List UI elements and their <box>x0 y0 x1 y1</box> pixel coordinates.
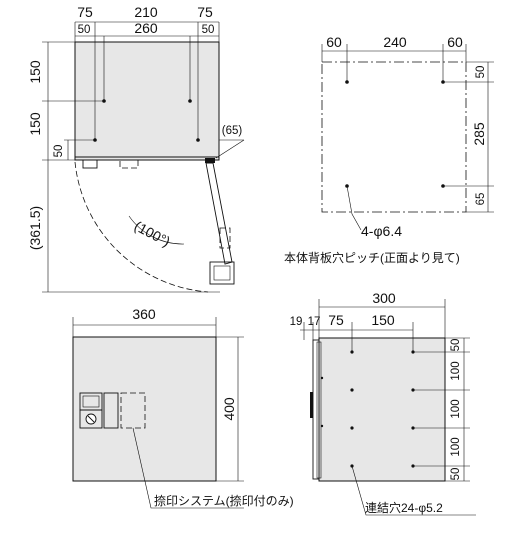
dim-50-top: 50 <box>450 339 462 352</box>
dim-260: 260 <box>134 20 158 36</box>
cabinet-bottom-edge <box>74 156 220 161</box>
dim-65: 65 <box>475 193 487 206</box>
dim-60-left: 60 <box>326 34 342 50</box>
side-panel-view: 300 19 17 75 150 50 100 100 100 50 連結穴24… <box>290 290 476 516</box>
dim-240: 240 <box>383 34 407 50</box>
angle-arc <box>128 215 185 245</box>
back-pitch-view: 60 240 60 50 285 65 4-φ6.4 本体背板穴ピッチ(正面より… <box>284 34 494 265</box>
dim-50-small: 50 <box>53 145 65 158</box>
lock-keyway <box>87 415 95 423</box>
edge-hole <box>320 376 324 380</box>
front-width: 360 <box>132 306 156 322</box>
lock-plate <box>79 409 103 429</box>
edge-hole <box>320 424 324 428</box>
dim-50-bottom: 50 <box>450 468 462 481</box>
hole-leader <box>351 465 476 516</box>
front-view: 360 400 捺印システム(捺印付のみ) <box>72 306 294 509</box>
dim-17: 17 <box>308 316 321 328</box>
dim-150-top: 150 <box>27 60 43 84</box>
leader-65 <box>215 139 245 159</box>
panel-flange <box>312 339 320 480</box>
dim-100-b: 100 <box>450 399 462 418</box>
door-latch-dashed <box>219 227 231 249</box>
door-base-inner <box>213 265 231 281</box>
side-handle <box>310 392 313 418</box>
back-panel-outline <box>321 61 467 213</box>
dim-50: 50 <box>475 66 487 79</box>
dim-100-a: 100 <box>450 361 462 380</box>
stamp-leader <box>132 427 244 509</box>
connect-hole <box>350 350 354 354</box>
front-height: 400 <box>221 397 237 421</box>
dim-open-depth: (361.5) <box>27 206 43 250</box>
stamp-slot <box>103 392 119 429</box>
open-door <box>205 162 233 265</box>
dim-150-mid: 150 <box>27 112 43 136</box>
dim-50-right: 50 <box>202 24 215 36</box>
side-width: 300 <box>372 290 396 306</box>
dim-75: 75 <box>328 312 344 328</box>
stamp-callout: 捺印システム(捺印付のみ) <box>154 494 294 508</box>
dim-285: 285 <box>471 122 487 146</box>
side-panel <box>318 337 446 482</box>
dim-100-c: 100 <box>450 437 462 456</box>
hole-leader <box>346 185 362 231</box>
panel-edge <box>316 341 322 479</box>
connect-hole <box>350 426 354 430</box>
front-panel <box>72 336 217 482</box>
connect-hole <box>350 388 354 392</box>
hinge-block <box>82 159 98 169</box>
connect-hole-label: 連結穴24-φ5.2 <box>365 500 443 515</box>
back-pitch-caption: 本体背板穴ピッチ(正面より見て) <box>284 250 460 265</box>
hinge-pin <box>205 158 215 163</box>
door-angle: (100°) <box>132 218 173 250</box>
door-swing-arc <box>74 161 209 293</box>
stamp-dashed-area <box>120 392 146 429</box>
lock-dashed <box>119 159 139 169</box>
stamp-window-inner <box>82 395 100 408</box>
cabinet-body <box>74 41 220 158</box>
dim-210: 210 <box>134 4 158 20</box>
dim-60-right: 60 <box>447 34 463 50</box>
dim-75-left: 75 <box>77 4 93 20</box>
door-offset: (65) <box>222 125 243 137</box>
hole-label: 4-φ6.4 <box>361 223 402 239</box>
dim-19: 19 <box>290 316 303 328</box>
dim-50-left: 50 <box>78 24 91 36</box>
door-base <box>209 261 235 285</box>
dim-75-right: 75 <box>197 4 213 20</box>
dim-150: 150 <box>371 312 395 328</box>
side-view: 75 210 75 50 260 50 150 150 50 (361.5) (… <box>27 4 245 293</box>
